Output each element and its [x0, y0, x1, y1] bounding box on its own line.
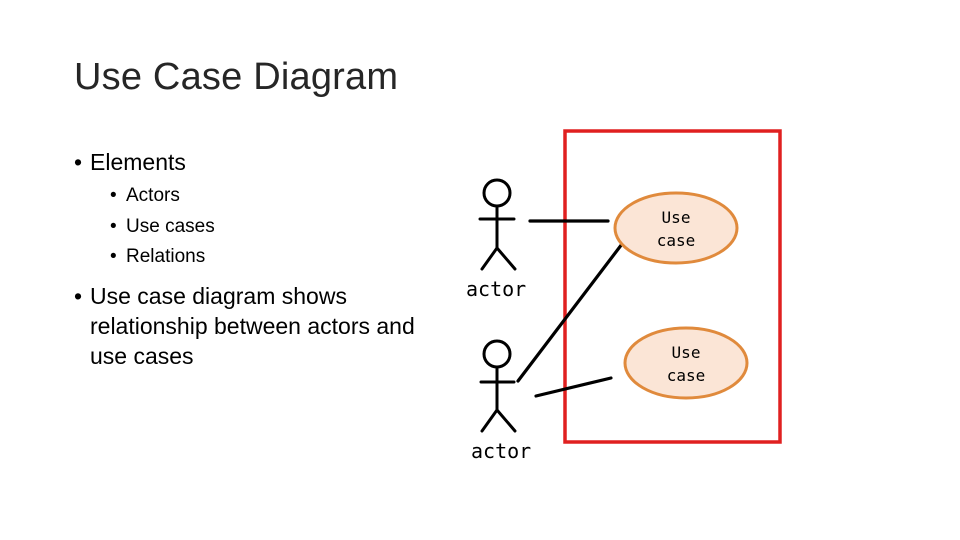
sub-bullet-text: Actors — [126, 185, 180, 206]
relation-actor2-usecase2 — [534, 376, 613, 398]
use-case-1 — [613, 191, 739, 265]
bullet-description-line-3: use cases — [90, 343, 194, 369]
bullet-dot: • — [110, 246, 117, 267]
bullet-description-line-2: relationship between actors and — [90, 313, 415, 339]
bullet-text: Use case diagram shows — [90, 283, 347, 309]
bullet-text: Elements — [90, 149, 186, 175]
bullet-dot: • — [110, 216, 117, 237]
sub-bullet-text: Use cases — [126, 216, 215, 237]
actor-leg-right — [495, 246, 517, 271]
use-case-2-label-line-2: case — [667, 366, 706, 385]
use-case-1-label-line-2: case — [657, 231, 696, 250]
sub-bullet-relations: • Relations — [110, 242, 205, 272]
bullet-elements: • Elements — [74, 147, 186, 177]
actor-2-label: actor — [471, 439, 531, 463]
sub-bullet-actors: • Actors — [110, 181, 180, 211]
actor-leg-left — [480, 408, 499, 433]
sub-bullet-use-cases: • Use cases — [110, 212, 215, 242]
slide-title: Use Case Diagram — [74, 56, 399, 98]
actor-1 — [478, 178, 517, 271]
use-case-2-label-line-1: Use — [672, 343, 701, 362]
use-case-2 — [623, 326, 749, 400]
sub-bullet-text: Relations — [126, 246, 206, 267]
actor-head — [482, 178, 512, 208]
bullet-dot: • — [110, 185, 117, 206]
actor-2 — [479, 339, 517, 433]
relation-actor2-usecase1 — [516, 242, 624, 383]
actor-leg-right — [495, 408, 517, 433]
bullet-dot: • — [74, 149, 83, 175]
bullet-dot: • — [74, 283, 83, 309]
actor-head — [482, 339, 512, 369]
actor-1-label: actor — [466, 277, 526, 301]
actor-leg-left — [480, 246, 499, 271]
use-case-1-label-line-1: Use — [662, 208, 691, 227]
bullet-description-line-1: • Use case diagram shows — [74, 281, 347, 311]
system-boundary — [563, 129, 782, 444]
